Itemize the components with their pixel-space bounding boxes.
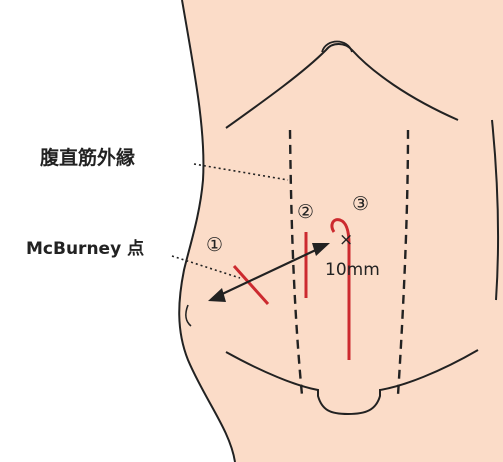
cross-marker: × — [339, 230, 353, 250]
site-1-number: ① — [206, 234, 223, 256]
site-3-number: ③ — [352, 193, 369, 215]
distance-label: 10mm — [325, 260, 380, 280]
rectus-margin-label: 腹直筋外縁 — [39, 146, 135, 169]
site-2-number: ② — [297, 201, 314, 223]
mcburney-label: McBurney 点 — [26, 238, 144, 259]
